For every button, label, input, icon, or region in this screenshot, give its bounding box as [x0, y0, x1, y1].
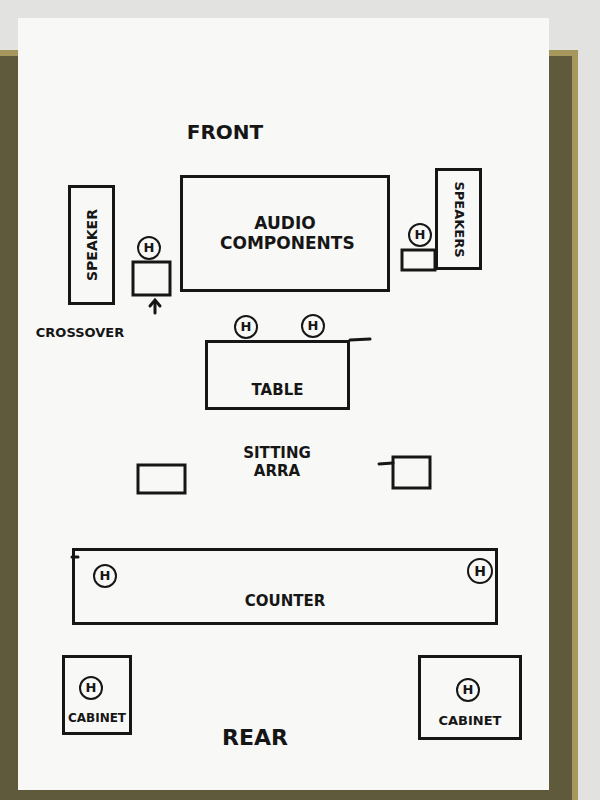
node-text: H — [144, 241, 155, 256]
outlet-circle: H — [93, 564, 117, 588]
furniture-box: SPEAKERS — [435, 168, 482, 270]
node-text: SPEAKER — [83, 209, 99, 281]
plan-label: SITTING ARRA — [222, 444, 332, 480]
crossover-box — [133, 262, 170, 295]
furniture-box: COUNTER H H — [72, 548, 498, 625]
node-text: H — [241, 320, 252, 335]
furniture-box: AUDIO COMPONENTS — [180, 175, 390, 292]
table-edge — [350, 339, 370, 340]
seat — [393, 457, 430, 488]
paper — [18, 18, 549, 790]
outlet-circle: H — [408, 223, 432, 247]
plan-label: FRONT — [175, 120, 275, 144]
node-text: H — [415, 228, 426, 243]
node-text: COUNTER — [245, 593, 326, 610]
node-text: SPEAKERS — [451, 181, 466, 257]
node-text: H — [474, 563, 486, 579]
outlet-circle: H — [467, 558, 493, 584]
outlet-circle: H — [456, 678, 480, 702]
furniture-box: CABINET H — [62, 655, 132, 735]
plan-label: CROSSOVER — [30, 325, 130, 341]
outlet-circle: H — [79, 676, 103, 700]
outlet-circle: H — [301, 314, 325, 338]
node-text: CABINET — [439, 714, 502, 729]
furniture-box: CABINET H — [418, 655, 522, 740]
crossover-box — [402, 250, 435, 270]
outlet-circle: H — [137, 236, 161, 260]
outlet-circle: H — [234, 315, 258, 339]
seat — [138, 465, 185, 493]
node-text: H — [463, 683, 474, 698]
node-text: H — [308, 319, 319, 334]
furniture-box: SPEAKER — [68, 185, 115, 305]
node-text: H — [86, 681, 97, 696]
node-text: CABINET — [68, 712, 126, 726]
arrowhead — [150, 300, 160, 306]
node-text: H — [100, 569, 111, 584]
furniture-box: TABLE — [205, 340, 350, 410]
node-text: TABLE — [252, 382, 304, 399]
plan-label: REAR — [205, 725, 305, 751]
node-text: AUDIO COMPONENTS — [220, 214, 350, 253]
seat-mark — [379, 463, 393, 464]
